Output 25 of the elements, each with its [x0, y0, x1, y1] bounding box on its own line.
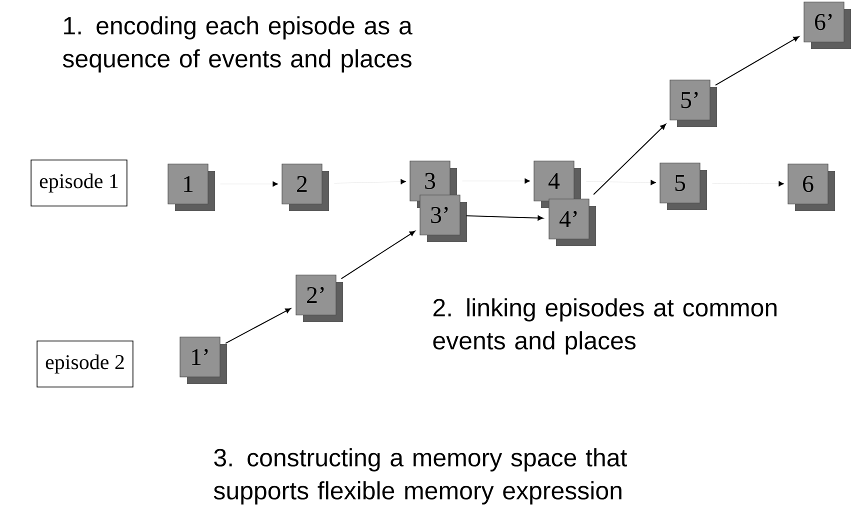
arrow: [466, 215, 544, 221]
arrow: [334, 178, 406, 184]
event-box: 3’: [420, 194, 467, 242]
event-box: 2: [282, 164, 329, 211]
event-box: 6’: [804, 2, 851, 49]
arrow: [225, 308, 292, 344]
event-box: 4’: [548, 198, 596, 246]
arrow: [340, 230, 416, 280]
arrow: [712, 180, 784, 187]
episode-box: episode 1: [30, 160, 128, 206]
event-box: 2’: [296, 274, 343, 322]
event-box: 5’: [670, 80, 717, 127]
note-text: 2. linking episodes at common events and places: [433, 298, 776, 354]
event-box: 6: [788, 164, 835, 211]
arrow: [714, 36, 800, 86]
arrow: [593, 124, 666, 195]
note-text: 3. constructing a memory space that supports flexible memory expression: [214, 448, 628, 504]
event-box: 5: [660, 162, 707, 210]
episode-box: episode 2: [36, 340, 134, 388]
event-box: 1’: [180, 336, 227, 384]
arrow: [462, 178, 530, 184]
arrow: [220, 181, 278, 187]
arrow: [586, 180, 656, 186]
note-text: 1. encoding each episode as a sequence of events and places: [62, 16, 412, 72]
event-box: 1: [168, 164, 215, 211]
